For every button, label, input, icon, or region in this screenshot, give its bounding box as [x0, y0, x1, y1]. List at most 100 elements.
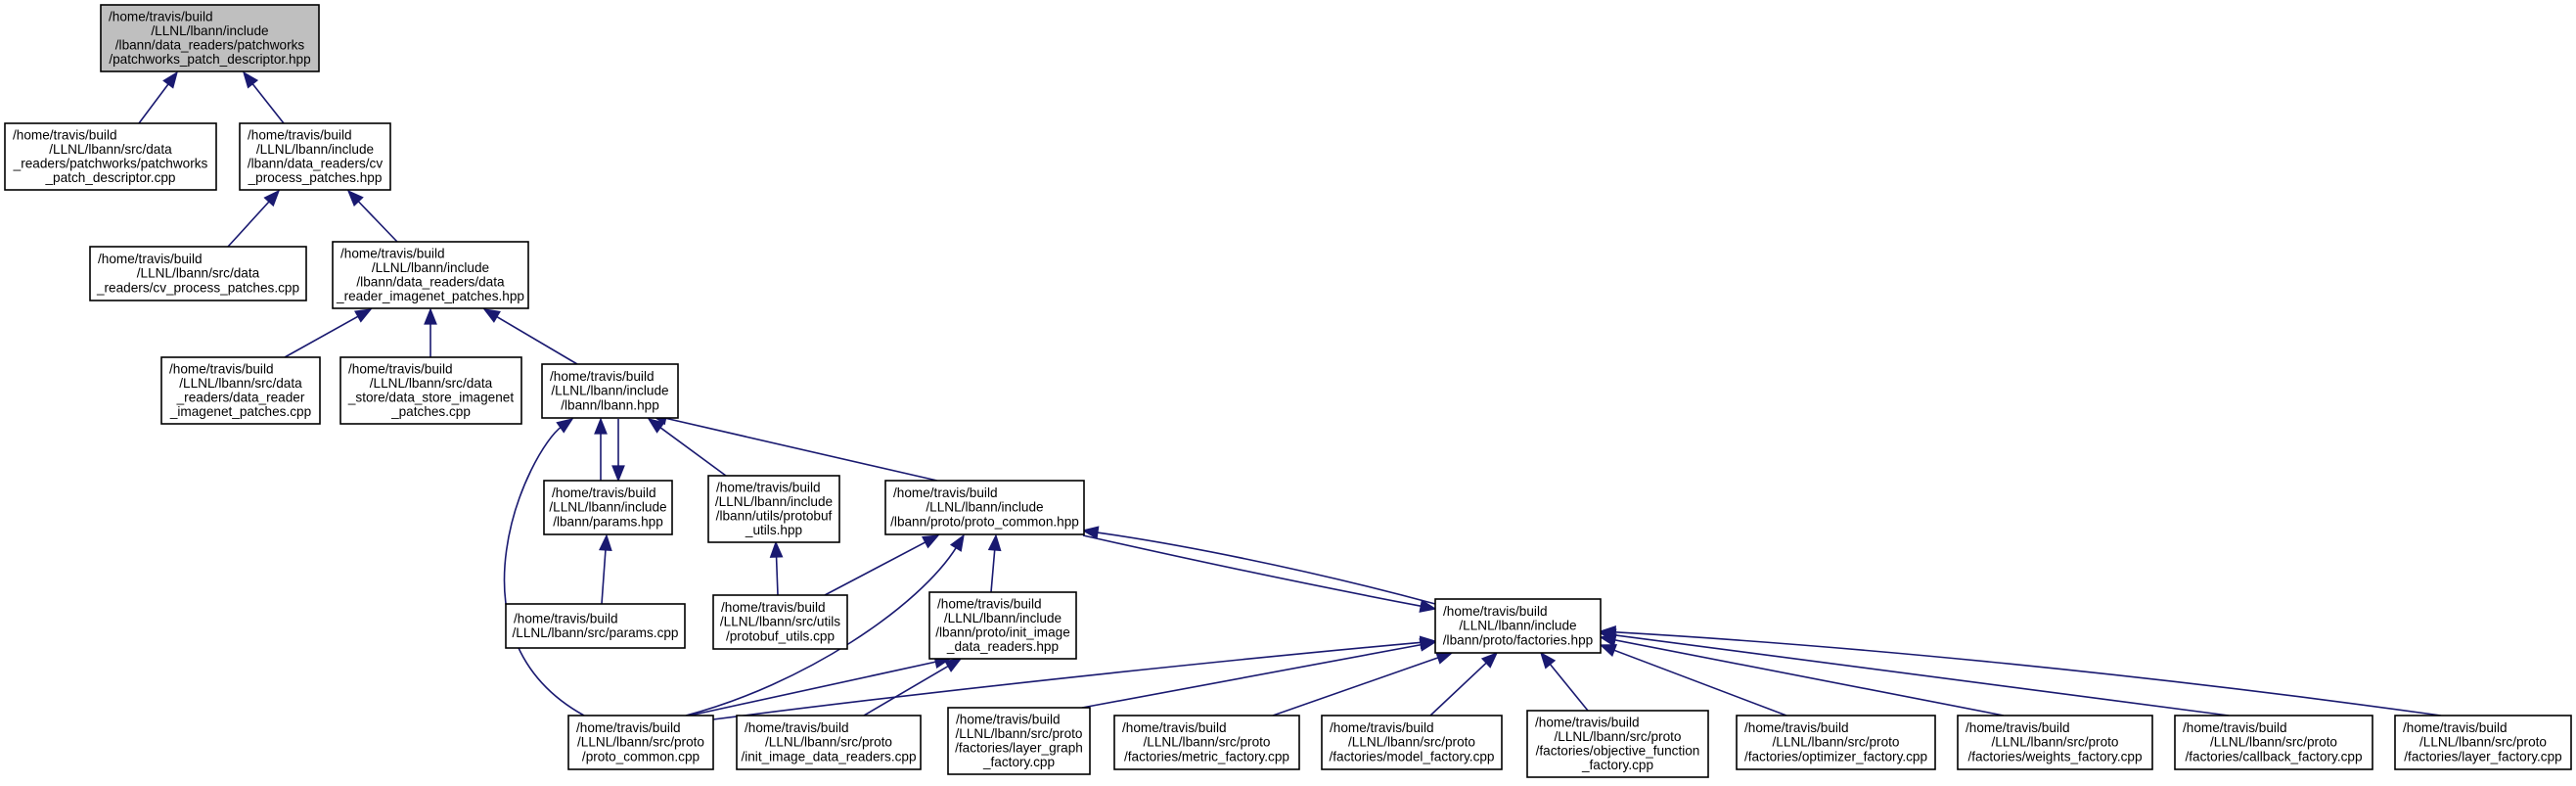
- node-init_image_data_readers_cpp[interactable]: /home/travis/build/LLNL/lbann/src/proto/…: [736, 715, 922, 770]
- node-label-line: /lbann/utils/protobuf: [716, 509, 833, 524]
- node-data_reader_imagenet_patches_hpp[interactable]: /home/travis/build/LLNL/lbann/include/lb…: [332, 241, 529, 309]
- node-label-line: _data_readers.hpp: [946, 639, 1059, 654]
- node-protobuf_utils_cpp[interactable]: /home/travis/build/LLNL/lbann/src/utils/…: [712, 594, 848, 650]
- edge-line: [863, 664, 951, 717]
- node-cv_process_patches_hpp[interactable]: /home/travis/build/LLNL/lbann/include/lb…: [239, 122, 391, 191]
- edge-proto_common_cpp-to-lbann_hpp: [503, 418, 585, 717]
- node-label-line: /factories/callback_factory.cpp: [2185, 749, 2362, 763]
- node-label-line: /lbann/proto/init_image: [935, 625, 1070, 640]
- edge-data_reader_imagenet_patches_hpp-to-cv_process_patches_hpp: [346, 189, 398, 243]
- node-patchworks_patch_descriptor_hpp[interactable]: /home/travis/build/LLNL/lbann/include/lb…: [100, 4, 320, 72]
- node-label-line: _readers/patchworks/patchworks: [13, 157, 208, 171]
- node-label-line: _reader_imagenet_patches.hpp: [336, 289, 524, 303]
- node-weights_factory_cpp[interactable]: /home/travis/build/LLNL/lbann/src/proto/…: [1957, 715, 2153, 770]
- node-factories_hpp[interactable]: /home/travis/build/LLNL/lbann/include/lb…: [1434, 598, 1602, 654]
- node-label-line: /LLNL/lbann/src/utils: [720, 615, 840, 629]
- node-label-line: /LLNL/lbann/src/proto: [1144, 735, 1271, 750]
- node-label-line: /home/travis/build: [745, 720, 849, 735]
- edge-line: [1611, 648, 1787, 717]
- node-data_reader_imagenet_patches_cpp[interactable]: /home/travis/build/LLNL/lbann/src/data_r…: [160, 356, 321, 425]
- node-label-line: /lbann/params.hpp: [553, 514, 663, 529]
- node-init_image_data_readers_hpp[interactable]: /home/travis/build/LLNL/lbann/include/lb…: [928, 591, 1077, 660]
- arrowhead: [346, 189, 364, 208]
- node-label-line: /home/travis/build: [348, 361, 453, 376]
- node-label-line: _factory.cpp: [1581, 758, 1653, 772]
- edge-line: [284, 314, 361, 358]
- arrowhead: [987, 533, 1002, 552]
- node-protobuf_utils_hpp[interactable]: /home/travis/build/LLNL/lbann/include/lb…: [707, 475, 840, 543]
- node-metric_factory_cpp[interactable]: /home/travis/build/LLNL/lbann/src/proto/…: [1113, 715, 1300, 770]
- node-cv_process_patches_cpp[interactable]: /home/travis/build/LLNL/lbann/src/data_r…: [89, 246, 307, 301]
- node-box: [505, 603, 686, 649]
- edge-patchworks_patch_descriptor_cpp-to-patchworks_patch_descriptor_hpp: [138, 70, 178, 124]
- node-label-line: /LLNL/lbann/src/data: [370, 376, 493, 391]
- edge-params_cpp-to-params_hpp: [599, 533, 612, 605]
- node-label-line: _patches.cpp: [390, 404, 471, 419]
- edge-model_factory_cpp-to-factories_hpp: [1429, 651, 1499, 717]
- edge-line: [824, 540, 927, 596]
- edge-line: [1081, 643, 1424, 709]
- edge-line: [689, 660, 938, 717]
- edge-factories_hpp-to-proto_common_hpp: [1081, 526, 1436, 605]
- edge-proto_common_cpp-to-proto_common_hpp: [685, 533, 965, 717]
- arrowhead: [354, 308, 373, 323]
- node-label-line: /init_image_data_readers.cpp: [741, 749, 916, 763]
- edge-lbann_hpp-to-params_hpp: [611, 419, 625, 483]
- edge-line: [990, 547, 996, 593]
- node-box: [2394, 715, 2572, 770]
- edge-line: [1082, 534, 1424, 608]
- node-label-line: /home/travis/build: [1966, 720, 2070, 735]
- node-label-line: /LLNL/lbann/src/params.cpp: [512, 625, 678, 640]
- node-objective_function_factory_cpp[interactable]: /home/travis/build/LLNL/lbann/src/proto/…: [1526, 710, 1709, 778]
- arrowhead: [1419, 599, 1437, 613]
- node-box: [89, 246, 307, 301]
- arrowhead: [611, 465, 625, 483]
- edge-line: [250, 81, 285, 124]
- arrowhead: [921, 534, 940, 549]
- edge-line: [775, 554, 779, 596]
- node-callback_factory_cpp[interactable]: /home/travis/build/LLNL/lbann/src/proto/…: [2174, 715, 2373, 770]
- node-params_cpp[interactable]: /home/travis/build/LLNL/lbann/src/params…: [505, 603, 686, 649]
- node-label-line: /lbann/data_readers/cv: [248, 157, 383, 171]
- edge-line: [1612, 638, 2005, 717]
- node-box: [339, 356, 522, 425]
- node-box: [928, 591, 1077, 660]
- node-proto_common_cpp[interactable]: /home/travis/build/LLNL/lbann/src/proto/…: [567, 715, 714, 770]
- node-label-line: /lbann/proto/factories.hpp: [1443, 632, 1593, 647]
- arrowhead: [1539, 651, 1557, 670]
- node-box: [543, 480, 673, 535]
- node-params_hpp[interactable]: /home/travis/build/LLNL/lbann/include/lb…: [543, 480, 673, 535]
- node-label-line: /home/travis/build: [1443, 604, 1548, 619]
- node-patchworks_patch_descriptor_cpp[interactable]: /home/travis/build/LLNL/lbann/src/data_r…: [4, 122, 217, 191]
- edge-data_store_imagenet_patches_cpp-to-data_reader_imagenet_patches_hpp: [424, 307, 437, 357]
- node-box: [2174, 715, 2373, 770]
- edge-weights_factory_cpp-to-factories_hpp: [1599, 633, 2005, 717]
- edge-line: [1272, 656, 1440, 717]
- node-model_factory_cpp[interactable]: /home/travis/build/LLNL/lbann/src/proto/…: [1321, 715, 1503, 770]
- node-label-line: /home/travis/build: [169, 361, 274, 376]
- node-layer_factory_cpp[interactable]: /home/travis/build/LLNL/lbann/src/proto/…: [2394, 715, 2572, 770]
- node-label-line: /lbann/lbann.hpp: [561, 397, 659, 412]
- node-data_store_imagenet_patches_cpp[interactable]: /home/travis/build/LLNL/lbann/src/data_s…: [339, 356, 522, 425]
- node-box: [332, 241, 529, 309]
- node-layer_graph_factory_cpp[interactable]: /home/travis/build/LLNL/lbann/src/proto/…: [947, 707, 1091, 775]
- node-label-line: _patch_descriptor.cpp: [44, 170, 175, 185]
- edge-proto_common_hpp-to-lbann_hpp: [650, 411, 938, 482]
- node-label-line: /home/travis/build: [2183, 720, 2287, 735]
- node-label-line: /LLNL/lbann/src/proto: [577, 735, 704, 750]
- edge-line: [503, 425, 585, 717]
- node-proto_common_hpp[interactable]: /home/travis/build/LLNL/lbann/include/lb…: [884, 480, 1085, 535]
- edge-line: [356, 199, 398, 243]
- edge-line: [1095, 532, 1436, 605]
- node-lbann_hpp[interactable]: /home/travis/build/LLNL/lbann/include/lb…: [541, 363, 679, 419]
- node-label-line: /home/travis/build: [716, 480, 821, 494]
- node-label-line: _imagenet_patches.cpp: [169, 404, 311, 419]
- node-box: [1957, 715, 2153, 770]
- arrowhead: [242, 70, 259, 89]
- node-label-line: /home/travis/build: [98, 252, 203, 266]
- node-box: [707, 475, 840, 543]
- edge-line: [685, 545, 958, 717]
- node-optimizer_factory_cpp[interactable]: /home/travis/build/LLNL/lbann/src/proto/…: [1736, 715, 1936, 770]
- node-label-line: /LLNL/lbann/include: [551, 384, 668, 398]
- node-label-line: /LLNL/lbann/src/data: [179, 376, 302, 391]
